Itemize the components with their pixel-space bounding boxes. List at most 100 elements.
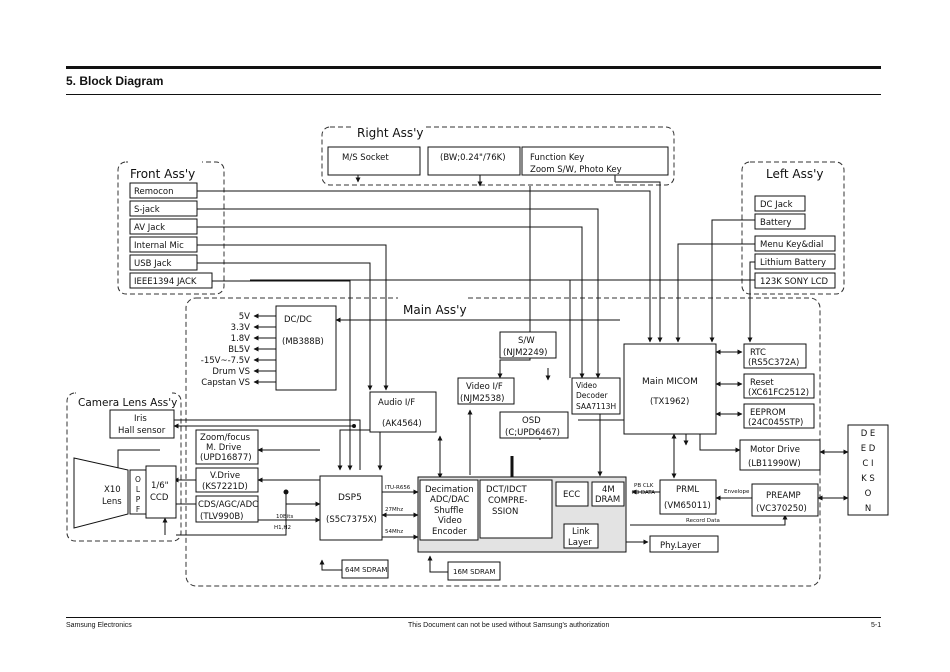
dcdc-label: DC/DC xyxy=(284,315,312,325)
vdrive-part: (KS7221D) xyxy=(202,482,248,492)
voltage-label: 3.3V xyxy=(231,323,251,333)
voltage-label: BL5V xyxy=(228,345,250,355)
osd-part: (C;UPD6467) xyxy=(505,428,560,438)
prml-part: (VM65011) xyxy=(664,501,711,511)
link-layer-block xyxy=(563,523,599,549)
ccd-block xyxy=(145,465,177,519)
phy-layer-label: Phy.Layer xyxy=(660,541,701,551)
video-if-label: Video I/F xyxy=(466,382,503,392)
dcdc-block xyxy=(275,305,337,391)
header-underline xyxy=(66,94,881,95)
remocon-label: Remocon xyxy=(134,187,174,197)
deck-block xyxy=(847,424,889,516)
vdrive-label: V.Drive xyxy=(210,471,240,481)
avjack-label: AV Jack xyxy=(134,223,165,233)
link-layer-label: Link xyxy=(572,527,589,537)
dsp5-block xyxy=(319,475,383,541)
dc-jack-block xyxy=(754,195,806,212)
dc-jack-label: DC Jack xyxy=(760,200,793,210)
dct-block xyxy=(479,479,553,539)
lens-shape xyxy=(73,457,129,529)
dram-block xyxy=(591,481,625,507)
pbclk-label: PB CLK xyxy=(634,483,654,489)
lcd-label: 123K SONY LCD xyxy=(760,277,829,287)
voltage-label: 5V xyxy=(239,312,250,322)
iris-label: Hall sensor xyxy=(118,426,166,436)
decimation-block xyxy=(419,479,479,541)
osd-label: OSD xyxy=(522,416,541,426)
rtc-part: (RS5C372A) xyxy=(748,358,799,368)
sdram64-block xyxy=(341,559,389,579)
main-micom-label: Main MICOM xyxy=(642,377,698,387)
zoom-sw-label: Zoom S/W, Photo Key xyxy=(530,165,622,175)
dct-label: COMPRE- xyxy=(488,496,527,506)
sjack-block xyxy=(129,200,198,217)
battery-label: Battery xyxy=(760,218,791,228)
h1h2-label: H1,H2 xyxy=(274,525,291,531)
sw-block xyxy=(499,331,557,359)
decimation-label: Video xyxy=(438,516,462,526)
audio-if-part: (AK4564) xyxy=(382,419,422,429)
eeprom-block xyxy=(743,403,815,429)
usb-jack-block xyxy=(129,254,198,271)
footer-page-number: 5-1 xyxy=(871,622,882,629)
cds-block xyxy=(195,495,259,523)
deck-label: C I xyxy=(862,459,873,469)
reset-part: (XC61FC2512) xyxy=(748,388,809,398)
sdram64-label: 64M SDRAM xyxy=(345,566,387,574)
olpf-label: P xyxy=(136,495,141,504)
ecc-label: ECC xyxy=(563,490,580,500)
battery-block xyxy=(754,213,806,230)
decimation-label: Shuffle xyxy=(434,506,464,516)
audio-if-label: Audio I/F xyxy=(378,398,415,408)
dsp5-label: DSP5 xyxy=(338,493,362,503)
sdram16-block xyxy=(447,561,501,581)
footer-rule xyxy=(66,617,881,618)
iris-label: Iris xyxy=(134,414,147,424)
left-assy-group xyxy=(741,161,845,295)
video-if-block xyxy=(457,377,515,405)
zoom-drive-label: Zoom/focus xyxy=(200,433,251,443)
voltage-label: Drum VS xyxy=(212,367,250,377)
eeprom-label: EEPROM xyxy=(750,408,786,418)
video-decoder-block xyxy=(571,377,621,415)
voltage-label: 1.8V xyxy=(231,334,251,344)
mhz27-label: 27Mhz xyxy=(385,507,403,513)
avjack-block xyxy=(129,218,198,235)
video-decoder-part: SAA7113H xyxy=(576,402,616,411)
audio-if-block xyxy=(369,391,437,433)
vdrive-block xyxy=(195,467,259,493)
preamp-part: (VC370250) xyxy=(756,504,807,514)
motor-drive-part: (LB11990W) xyxy=(748,459,801,469)
motor-drive-label: Motor Drive xyxy=(750,445,800,455)
olpf-label: F xyxy=(136,505,140,514)
dram-label: 4M xyxy=(602,485,615,495)
eeprom-part: (24C045STP) xyxy=(748,418,803,428)
rtc-label: RTC xyxy=(750,348,766,358)
itu-label: ITU-R656 xyxy=(385,485,411,491)
header-rule xyxy=(66,66,881,69)
bits10-label: 10Bits xyxy=(276,514,293,520)
zoom-drive-block xyxy=(195,429,259,465)
sw-label: S/W xyxy=(518,336,535,346)
sdram16-label: 16M SDRAM xyxy=(453,568,495,576)
right-assy-group xyxy=(321,126,675,186)
ieee1394-label: IEEE1394 JACK xyxy=(134,277,197,287)
iris-block xyxy=(109,409,175,439)
reset-block xyxy=(743,373,815,399)
deck-label: E D xyxy=(861,444,876,454)
dct-label: DCT/IDCT xyxy=(486,485,528,495)
deck-label: K S xyxy=(861,474,875,484)
mhz54-label: 54Mhz xyxy=(385,529,403,535)
dct-label: SSION xyxy=(492,507,518,517)
link-layer-label: Layer xyxy=(568,538,592,548)
left-assy-label: Left Ass'y xyxy=(766,167,824,181)
deck-label: N xyxy=(865,504,871,514)
prml-block xyxy=(659,479,717,515)
voltage-rails xyxy=(253,313,276,385)
function-key-label: Function Key xyxy=(530,153,584,163)
bw-label: (BW;0.24"/76K) xyxy=(440,153,506,163)
ieee1394-block xyxy=(129,272,213,289)
video-decoder-label: Decoder xyxy=(576,391,608,400)
